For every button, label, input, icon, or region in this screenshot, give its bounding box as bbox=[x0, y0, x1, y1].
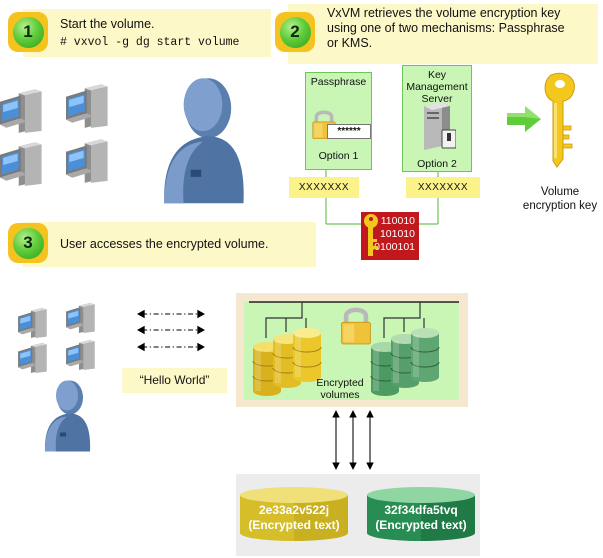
kms-title-line: Key Management bbox=[406, 69, 468, 93]
step-2-line: VxVM retrieves the volume encryption key bbox=[327, 6, 561, 20]
volume-tree-lines bbox=[249, 301, 459, 338]
green-disk-ciphertext bbox=[367, 487, 475, 541]
padlock-icon bbox=[338, 305, 374, 345]
encrypted-volumes-line: volumes bbox=[320, 389, 360, 401]
key-label-line: encryption key bbox=[522, 200, 598, 212]
desktop-computer-icon bbox=[0, 85, 52, 133]
step-2-badge: 2 bbox=[275, 12, 315, 52]
user-silhouette-icon bbox=[42, 377, 92, 453]
passphrase-option-box: Passphrase Option 1 bbox=[305, 72, 372, 170]
masked-value-1: XXXXXXX bbox=[289, 177, 359, 198]
step-number: 2 bbox=[279, 16, 311, 48]
masked-passphrase: ****** bbox=[327, 124, 371, 139]
step-number: 3 bbox=[12, 227, 44, 259]
bidirectional-arrow bbox=[137, 341, 205, 353]
step-2-line: or KMS. bbox=[327, 36, 373, 50]
bidirectional-arrow bbox=[137, 308, 205, 320]
right-arrow-icon bbox=[507, 106, 541, 132]
volume-encryption-key-label: Volume encryption key bbox=[505, 185, 603, 213]
step-1-text: Start the volume. bbox=[60, 17, 155, 31]
hello-world-box: “Hello World” bbox=[122, 368, 227, 393]
desktop-computer-icon bbox=[0, 138, 52, 186]
option-1-caption: Option 1 bbox=[318, 150, 359, 162]
gold-disk-ciphertext bbox=[240, 487, 348, 541]
ciphertext-1: 2e33a2v522j (Encrypted text) bbox=[238, 503, 350, 533]
ciphertext-caption: (Encrypted text) bbox=[248, 518, 340, 532]
key-icon bbox=[364, 214, 378, 256]
passphrase-title: Passphrase bbox=[310, 76, 367, 88]
vertical-bidirectional-arrow bbox=[330, 410, 342, 470]
binary-line: 101010 bbox=[379, 228, 415, 240]
step-1-callout bbox=[23, 9, 271, 57]
step-2-line: using one of two mechanisms: Passphrase bbox=[327, 21, 565, 35]
desktop-computer-icon bbox=[18, 340, 54, 373]
step-number: 1 bbox=[12, 16, 44, 48]
vertical-bidirectional-arrow bbox=[347, 410, 359, 470]
desktop-computer-icon bbox=[66, 135, 118, 183]
disk-stack-icon bbox=[292, 326, 322, 384]
kms-title-line: Server bbox=[421, 93, 453, 105]
desktop-computer-icon bbox=[66, 337, 102, 370]
ciphertext-value: 2e33a2v522j bbox=[258, 503, 330, 517]
step-2-callout bbox=[288, 4, 598, 64]
disk-stack-icon bbox=[410, 326, 440, 384]
desktop-computer-icon bbox=[66, 80, 118, 128]
ciphertext-2: 32f34dfa5tvq (Encrypted text) bbox=[365, 503, 477, 533]
step-3-text: User accesses the encrypted volume. bbox=[60, 237, 269, 251]
server-icon bbox=[424, 102, 456, 150]
computer-cluster-bottom bbox=[18, 300, 113, 375]
step-2-text: VxVM retrieves the volume encryption key… bbox=[327, 6, 565, 51]
step-3-callout bbox=[23, 222, 316, 267]
desktop-computer-icon bbox=[66, 300, 102, 333]
encrypted-volumes-line: Encrypted bbox=[316, 377, 364, 389]
key-icon bbox=[544, 72, 575, 168]
option-2-caption: Option 2 bbox=[417, 158, 457, 170]
user-silhouette-icon bbox=[159, 72, 247, 206]
key-label-line: Volume bbox=[540, 186, 580, 198]
masked-value-2: XXXXXXX bbox=[406, 177, 480, 198]
bidirectional-arrow bbox=[137, 324, 205, 336]
encrypted-volumes-label: Encrypted volumes bbox=[305, 377, 375, 401]
step-1-badge: 1 bbox=[8, 12, 48, 52]
binary-line: 110010 bbox=[380, 215, 415, 227]
ciphertext-value: 32f34dfa5tvq bbox=[384, 503, 458, 517]
computer-cluster-top bbox=[0, 80, 140, 190]
vertical-bidirectional-arrow bbox=[364, 410, 376, 470]
step-1-command: # vxvol -g dg start volume bbox=[60, 36, 240, 49]
binary-line: 10100101 bbox=[368, 241, 415, 253]
desktop-computer-icon bbox=[18, 305, 54, 338]
ciphertext-caption: (Encrypted text) bbox=[375, 518, 467, 532]
step-3-badge: 3 bbox=[8, 223, 48, 263]
